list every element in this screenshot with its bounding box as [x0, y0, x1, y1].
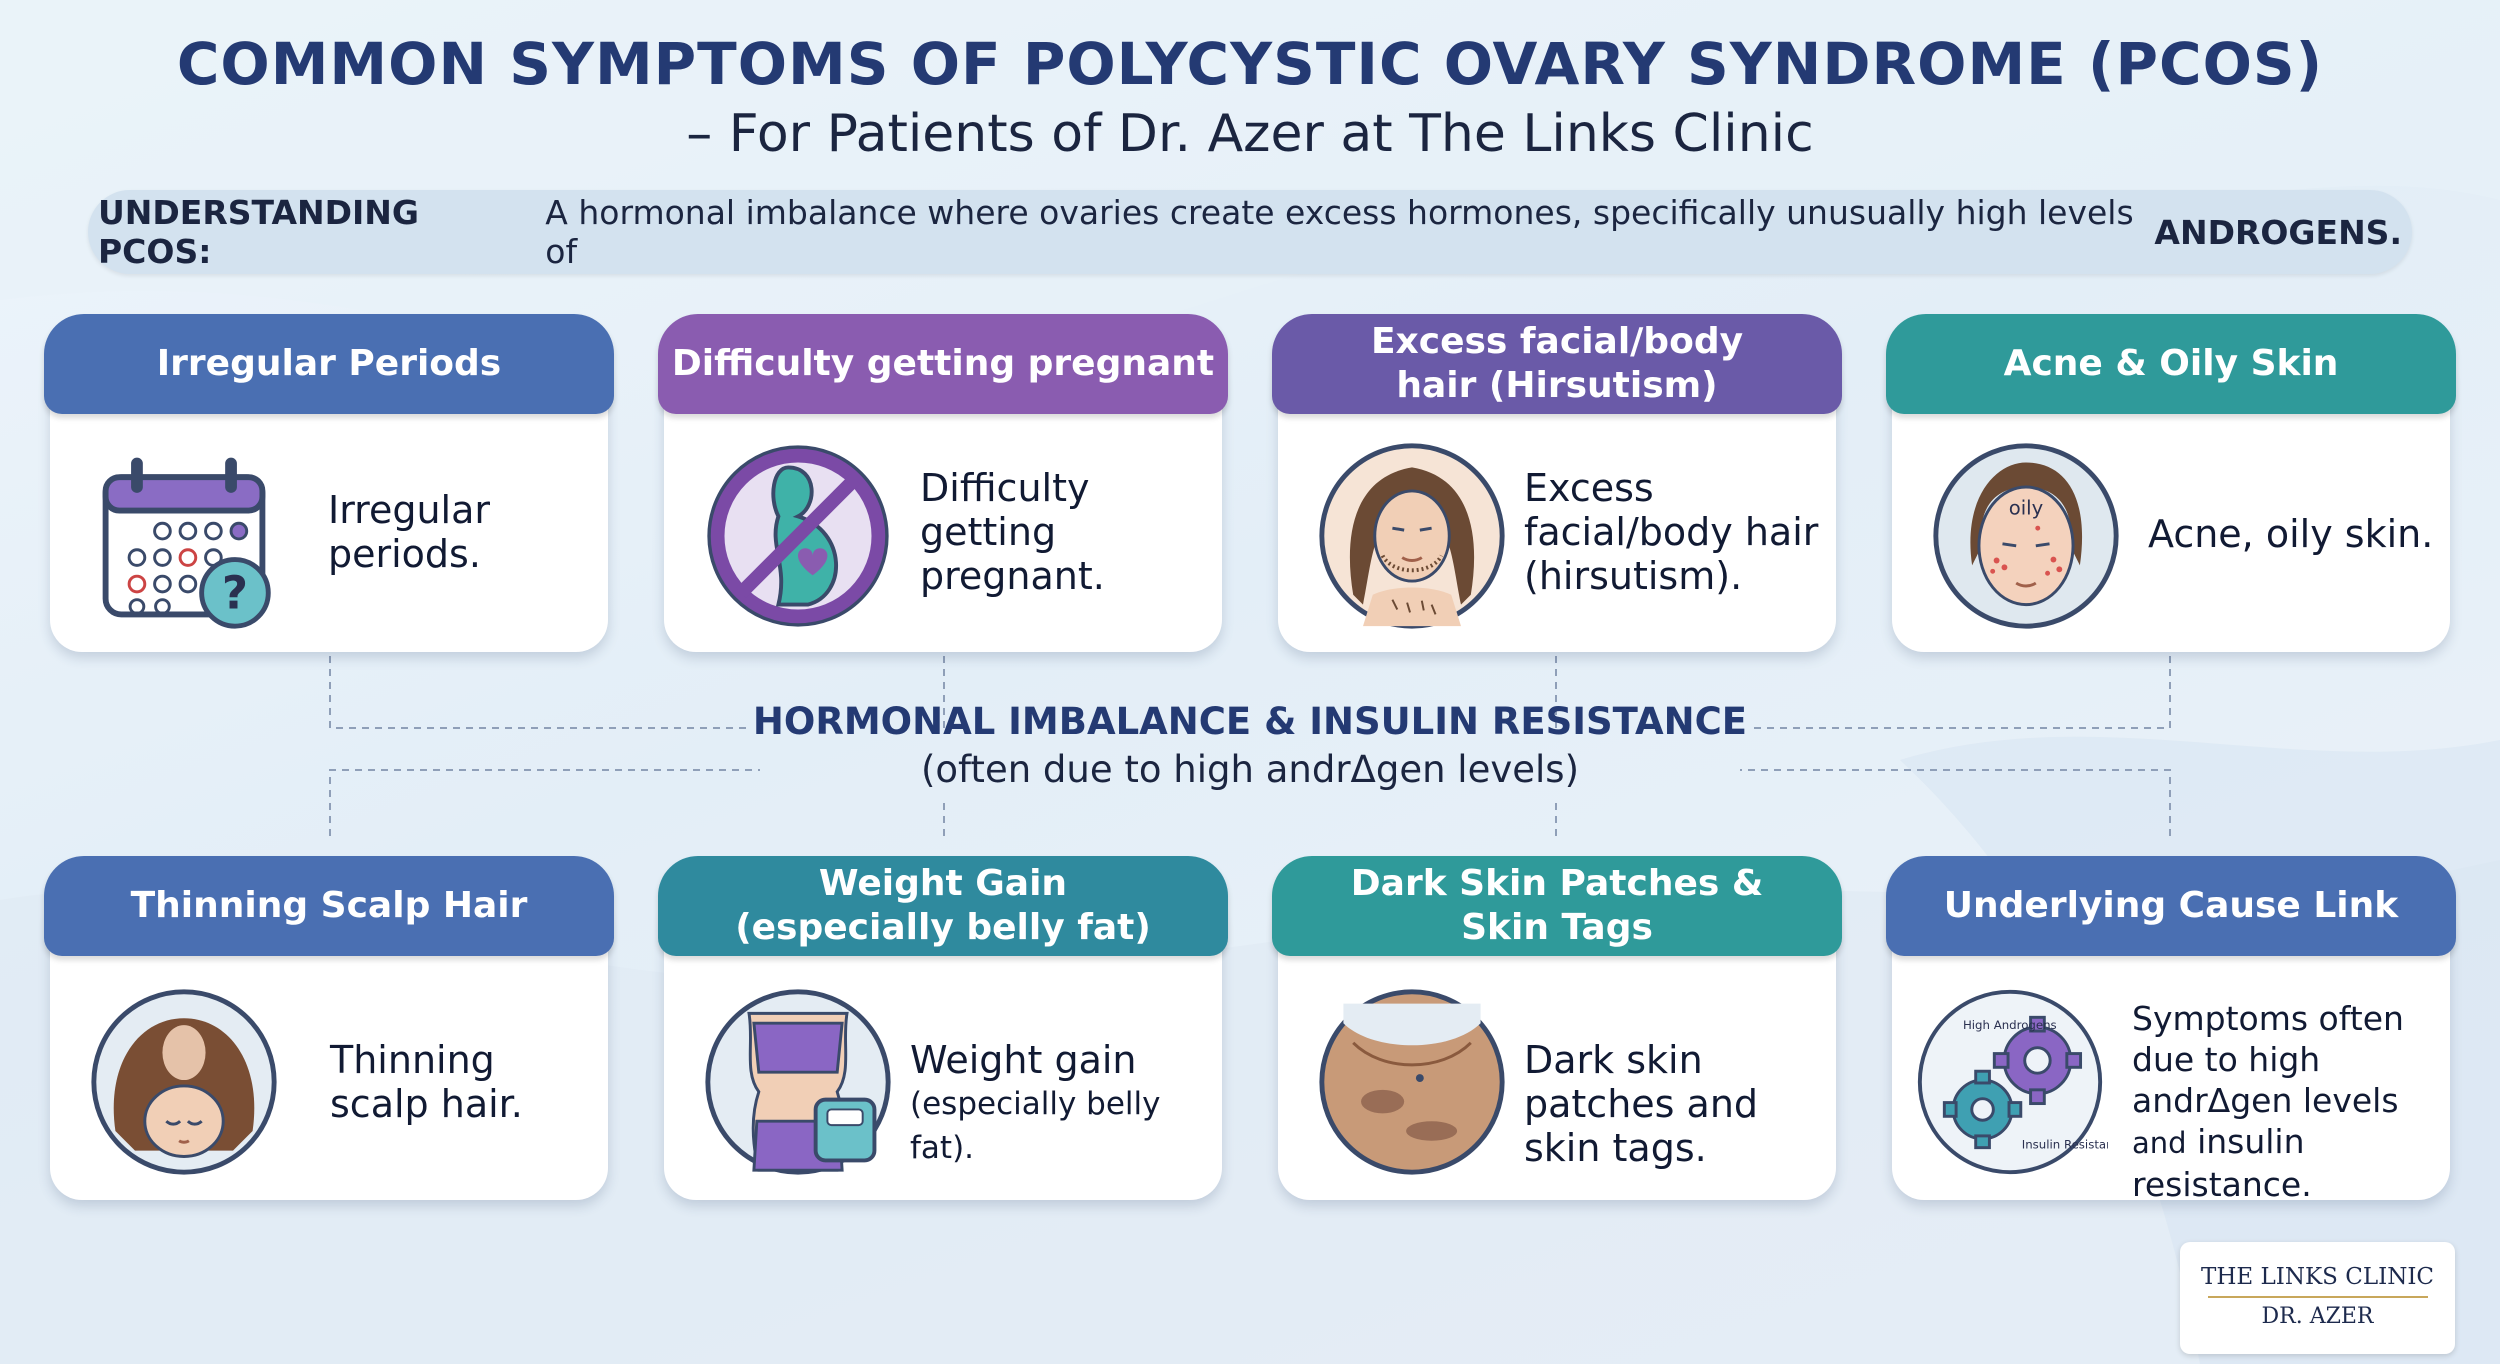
card-underlying-cause: Underlying Cause Link High Androgens Ins… [1886, 856, 2456, 1204]
banner-highlight: ANDROGENS. [2154, 212, 2402, 252]
card-title: Thinning Scalp Hair [44, 856, 614, 956]
weight-scale-icon [705, 989, 891, 1175]
card-thinning-hair: Thinning Scalp Hair Thinning scalp hair. [44, 856, 614, 1200]
page-title: COMMON SYMPTOMS OF POLYCYSTIC OVARY SYND… [176, 30, 2324, 98]
understanding-banner: UNDERSTANDING PCOS: A hormonal imbalance… [88, 190, 2412, 274]
card-irregular-periods: Irregular Periods ? Irregular periods. [44, 314, 614, 652]
card-acne: Acne & Oily Skin oily Acne, oily skin. [1886, 314, 2456, 652]
oily-label: oily [2009, 496, 2044, 519]
card-title: Underlying Cause Link [1886, 856, 2456, 956]
card-title: Weight Gain (especially belly fat) [658, 856, 1228, 956]
card-description: Excess facial/body hair (hirsutism). [1524, 466, 1819, 598]
svg-text:?: ? [222, 567, 248, 620]
card-hirsutism: Excess facial/body hair (Hirsutism) Exce… [1272, 314, 1842, 652]
logo-clinic-name: THE LINKS CLINIC [2201, 1264, 2434, 1290]
card-title: Acne & Oily Skin [1886, 314, 2456, 414]
card-description: Irregular periods. [328, 488, 491, 576]
clinic-logo: THE LINKS CLINIC DR. AZER [2180, 1242, 2455, 1354]
card-description: Acne, oily skin. [2148, 512, 2434, 556]
card-title: Irregular Periods [44, 314, 614, 414]
thinning-hair-icon [91, 989, 277, 1175]
card-description: Weight gain (especially belly fat). [910, 1038, 1220, 1170]
card-description: Symptoms often due to high andrΔgen leve… [2132, 998, 2452, 1205]
center-heading: HORMONAL IMBALANCE & INSULIN RESISTANCE [752, 700, 1748, 743]
acne-face-icon: oily [1933, 443, 2119, 629]
card-difficulty-pregnant: Difficulty getting pregnant Difficulty g… [658, 314, 1228, 652]
logo-doctor-name: DR. AZER [2261, 1304, 2374, 1329]
card-description: Difficulty getting pregnant. [920, 466, 1105, 598]
no-pregnancy-icon [707, 445, 889, 627]
gear-label-androgens: High Androgens [1963, 1018, 2057, 1032]
cause-text: Symptoms often due to high andrΔgen leve… [2132, 999, 2404, 1120]
center-subheading: (often due to high andrΔgen levels) [920, 748, 1579, 791]
gear-label-insulin: Insulin Resistance [2022, 1138, 2108, 1152]
cause-text-end: insulin resistance. [2132, 1122, 2312, 1204]
weight-text-line1: Weight gain [910, 1038, 1137, 1082]
banner-label: UNDERSTANDING PCOS: [98, 193, 420, 271]
card-title: Excess facial/body hair (Hirsutism) [1272, 314, 1842, 414]
weight-text-line2: (especially belly fat). [910, 1086, 1161, 1166]
card-description: Dark skin patches and skin tags. [1524, 1038, 1759, 1170]
cause-text-and: and [2132, 1126, 2187, 1160]
card-title: Dark Skin Patches & Skin Tags [1272, 856, 1842, 956]
card-title: Difficulty getting pregnant [658, 314, 1228, 414]
neck-skin-icon [1319, 989, 1505, 1175]
card-dark-skin: Dark Skin Patches & Skin Tags Dark skin … [1272, 856, 1842, 1200]
banner-text: A hormonal imbalance where ovaries creat… [545, 193, 2134, 271]
card-weight-gain: Weight Gain (especially belly fat) Weigh… [658, 856, 1228, 1200]
card-description: Thinning scalp hair. [330, 1038, 523, 1126]
gears-icon: High Androgens Insulin Resistance [1917, 989, 2108, 1175]
page-subtitle: – For Patients of Dr. Azer at The Links … [686, 104, 1814, 164]
calendar-question-icon: ? [102, 457, 271, 629]
logo-divider [2207, 1296, 2428, 1298]
facial-hair-icon [1319, 443, 1505, 629]
